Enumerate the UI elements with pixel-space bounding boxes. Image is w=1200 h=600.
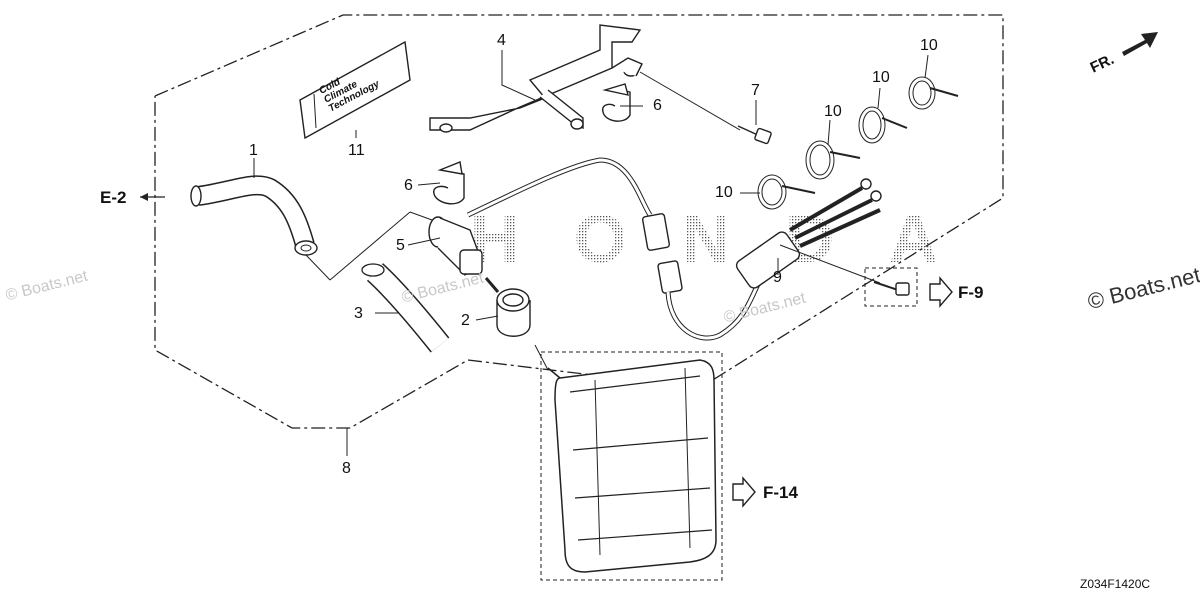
arrow-f14: [732, 476, 756, 508]
part-label-10-b: 10: [824, 103, 842, 120]
part-label-7: 7: [751, 82, 760, 99]
clamp-1: [757, 174, 816, 210]
bolt-part-7: [737, 125, 772, 145]
part-label-9: 9: [773, 269, 782, 286]
drawing-code: Z034F1420C: [1080, 577, 1151, 591]
hose-part-3: [361, 263, 450, 353]
part-label-4: 4: [497, 32, 506, 49]
forward-arrow-icon: [1122, 32, 1158, 56]
part-label-3: 3: [354, 305, 363, 322]
assembly-boundary: [154, 14, 1004, 429]
part-label-10-a: 10: [715, 184, 733, 201]
bracket-part: [429, 24, 643, 133]
part-label-10-c: 10: [872, 69, 890, 86]
leader-lines: [253, 50, 929, 456]
arrow-f9: [929, 276, 953, 308]
part-label-6-upper: 6: [653, 97, 662, 114]
part-label-10-d: 10: [920, 37, 938, 54]
hose-part-1: [190, 175, 318, 256]
honda-dotted-watermark: HONDA: [470, 201, 940, 277]
ref-f9: F-9: [958, 283, 984, 302]
arrow-e2: [140, 193, 165, 201]
part-label-5: 5: [396, 237, 405, 254]
part-label-2: 2: [461, 312, 470, 329]
decal-part: [299, 40, 411, 140]
clamps-part-10: [757, 76, 959, 210]
grommet-part-2: [496, 288, 531, 337]
ref-f14: F-14: [763, 483, 798, 502]
adapter-part-5: [428, 216, 500, 293]
honda-watermark-text: HONDA: [470, 201, 940, 277]
clip-part-6-upper: [602, 83, 631, 122]
clamp-3: [858, 106, 908, 144]
ref-e2: E-2: [100, 188, 127, 207]
clamp-2: [805, 140, 861, 180]
clip-part-6-lower: [433, 161, 465, 205]
bolt-f9: [864, 267, 918, 307]
part-label-6-lower: 6: [404, 177, 413, 194]
part-label-1: 1: [249, 142, 258, 159]
part-label-8: 8: [342, 460, 351, 477]
part-label-11: 11: [348, 142, 365, 159]
clamp-4: [908, 76, 959, 110]
filter-box-f14: [540, 351, 723, 581]
